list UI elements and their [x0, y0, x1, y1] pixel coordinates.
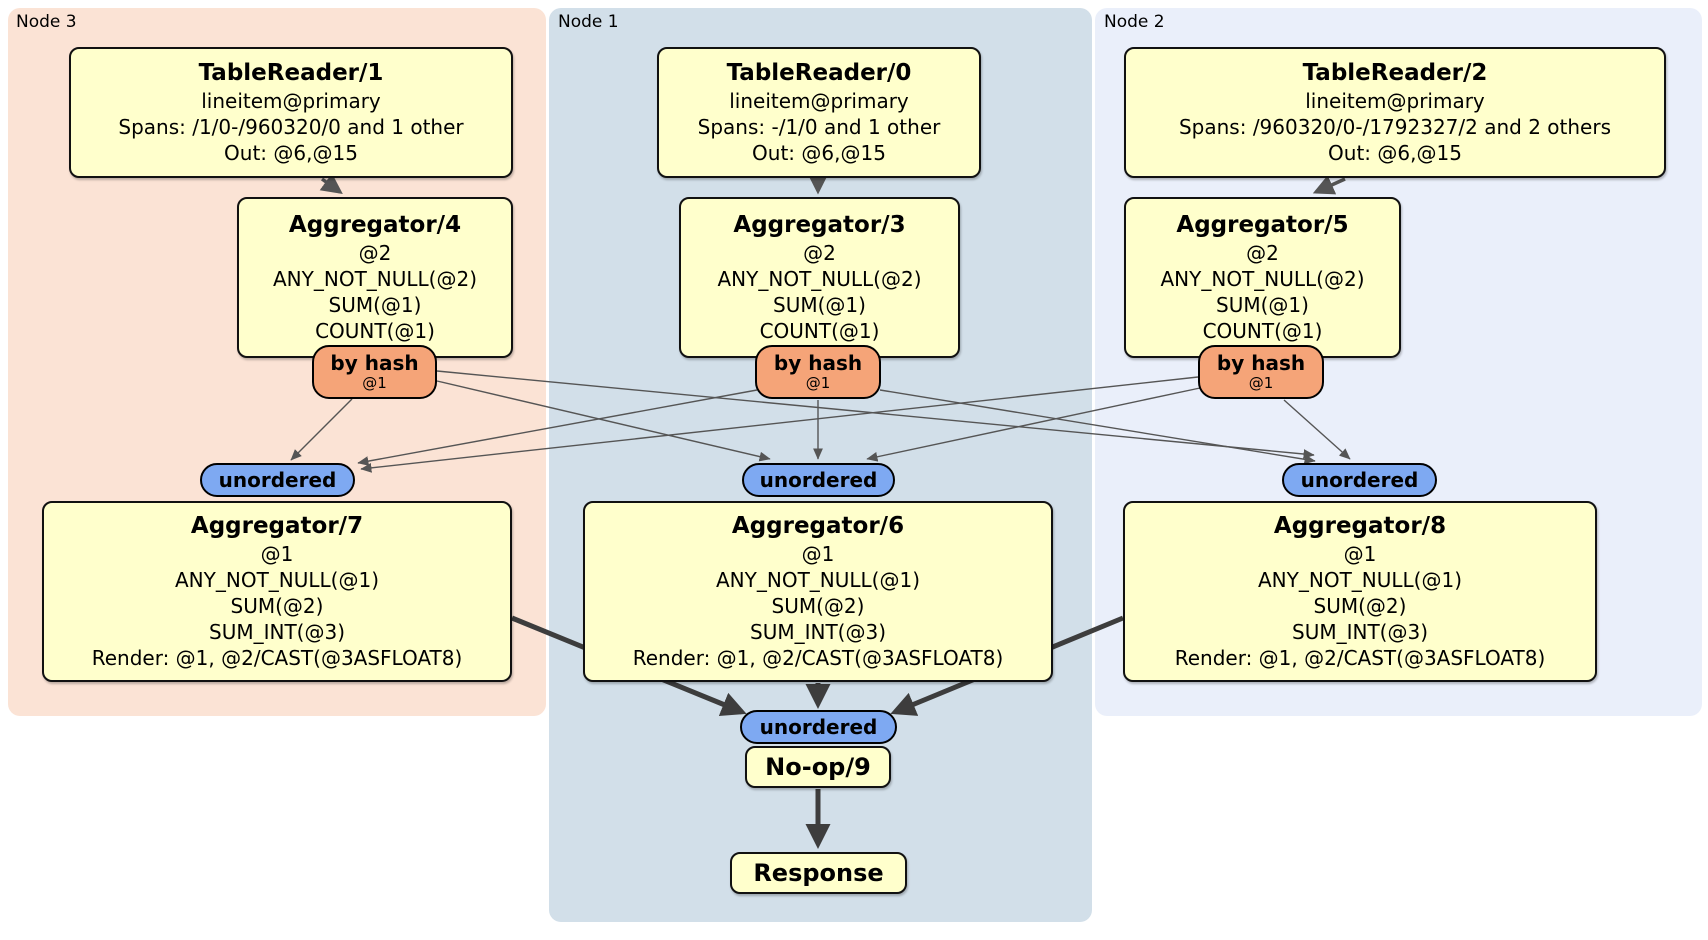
edge-router-m-sync-r [879, 389, 1316, 465]
processor-line: Render: @1, @2/CAST(@3ASFLOAT8) [91, 646, 463, 670]
processor-line: Render: @1, @2/CAST(@3ASFLOAT8) [1174, 646, 1546, 670]
processor-line: Render: @1, @2/CAST(@3ASFLOAT8) [632, 646, 1004, 670]
edge-tr2-agg5 [1312, 175, 1346, 195]
processor-line: SUM(@1) [1216, 293, 1309, 317]
processor-line: COUNT(@1) [759, 319, 880, 343]
sync-unordered-right: unordered [1282, 463, 1437, 497]
processor-title: TableReader/0 [726, 60, 912, 86]
processor-aggregator-8: Aggregator/8 @1 ANY_NOT_NULL(@1) SUM(@2)… [1123, 501, 1597, 682]
processor-line: SUM(@1) [773, 293, 866, 317]
processor-line: lineitem@primary [1305, 89, 1485, 113]
processor-noop-9: No-op/9 [745, 746, 891, 788]
router-detail: @1 [805, 374, 831, 392]
processor-aggregator-7: Aggregator/7 @1 ANY_NOT_NULL(@1) SUM(@2)… [42, 501, 512, 682]
processor-line: SUM(@1) [328, 293, 422, 317]
processor-line: Spans: /960320/0-/1792327/2 and 2 others [1178, 115, 1611, 139]
edge-router-r-sync-r [1283, 399, 1351, 460]
processor-title: Aggregator/7 [190, 513, 364, 539]
processor-line: @1 [1343, 542, 1377, 566]
router-by-hash-middle: by hash @1 [755, 345, 881, 399]
processor-line: SUM_INT(@3) [1292, 620, 1428, 644]
processor-line: ANY_NOT_NULL(@1) [716, 568, 920, 592]
edge-router-l-sync-l [290, 398, 353, 461]
processor-line: lineitem@primary [201, 89, 381, 113]
router-by-hash-left: by hash @1 [312, 345, 437, 399]
processor-line: Out: @6,@15 [224, 141, 358, 165]
edge-router-r-sync-l [360, 376, 1199, 473]
processor-tablereader-2: TableReader/2 lineitem@primary Spans: /9… [1124, 47, 1666, 178]
sync-unordered-final: unordered [740, 710, 897, 744]
processor-tablereader-0: TableReader/0 lineitem@primary Spans: -/… [657, 47, 981, 178]
processor-line: ANY_NOT_NULL(@2) [1160, 267, 1365, 291]
processor-title: Aggregator/3 [733, 212, 906, 238]
processor-aggregator-3: Aggregator/3 @2 ANY_NOT_NULL(@2) SUM(@1)… [679, 197, 960, 358]
processor-title: Response [753, 859, 884, 887]
router-detail: @1 [362, 374, 387, 392]
node3-label: Node 3 [16, 12, 77, 32]
processor-line: SUM(@2) [1313, 594, 1407, 618]
sync-label: unordered [1300, 468, 1419, 492]
processor-title: Aggregator/4 [288, 212, 462, 238]
processor-title: Aggregator/5 [1176, 212, 1349, 238]
processor-line: @2 [1246, 241, 1279, 265]
processor-line: ANY_NOT_NULL(@1) [175, 568, 379, 592]
processor-line: lineitem@primary [729, 89, 909, 113]
edge-router-l-sync-m [436, 380, 771, 462]
edge-tr1-agg4 [319, 173, 343, 195]
sync-label: unordered [218, 468, 337, 492]
router-label: by hash [330, 351, 419, 375]
processor-title: TableReader/2 [1302, 60, 1488, 86]
edge-router-m-sync-l [357, 389, 758, 466]
processor-line: Spans: -/1/0 and 1 other [697, 115, 941, 139]
processor-line: @1 [801, 542, 835, 566]
processor-line: Out: @6,@15 [752, 141, 886, 165]
processor-line: ANY_NOT_NULL(@1) [1258, 568, 1462, 592]
processor-line: ANY_NOT_NULL(@2) [717, 267, 922, 291]
edge-router-r-sync-m [866, 387, 1201, 462]
processor-title: No-op/9 [765, 753, 871, 781]
sync-label: unordered [759, 715, 878, 739]
processor-line: SUM_INT(@3) [750, 620, 886, 644]
processor-line: @2 [358, 241, 392, 265]
sync-label: unordered [759, 468, 878, 492]
processor-line: @1 [260, 542, 294, 566]
router-by-hash-right: by hash @1 [1198, 345, 1324, 399]
processor-aggregator-6: Aggregator/6 @1 ANY_NOT_NULL(@1) SUM(@2)… [583, 501, 1053, 682]
sync-unordered-left: unordered [200, 463, 355, 497]
processor-line: Spans: /1/0-/960320/0 and 1 other [118, 115, 464, 139]
router-label: by hash [1216, 351, 1306, 375]
processor-line: COUNT(@1) [315, 319, 435, 343]
processor-title: TableReader/1 [198, 60, 384, 86]
processor-aggregator-4: Aggregator/4 @2 ANY_NOT_NULL(@2) SUM(@1)… [237, 197, 513, 358]
node2-label: Node 2 [1104, 12, 1165, 32]
processor-line: ANY_NOT_NULL(@2) [273, 267, 477, 291]
processor-line: SUM_INT(@3) [209, 620, 345, 644]
processor-tablereader-1: TableReader/1 lineitem@primary Spans: /1… [69, 47, 513, 178]
processor-line: SUM(@2) [771, 594, 865, 618]
node1-label: Node 1 [558, 12, 619, 32]
processor-title: Aggregator/8 [1273, 513, 1447, 539]
router-label: by hash [773, 351, 863, 375]
processor-line: @2 [803, 241, 836, 265]
processor-aggregator-5: Aggregator/5 @2 ANY_NOT_NULL(@2) SUM(@1)… [1124, 197, 1401, 358]
sync-unordered-middle: unordered [742, 463, 895, 497]
processor-line: COUNT(@1) [1202, 319, 1323, 343]
response-box: Response [730, 852, 907, 894]
processor-title: Aggregator/6 [731, 513, 905, 539]
processor-line: SUM(@2) [230, 594, 324, 618]
router-detail: @1 [1248, 374, 1274, 392]
processor-line: Out: @6,@15 [1328, 141, 1462, 165]
